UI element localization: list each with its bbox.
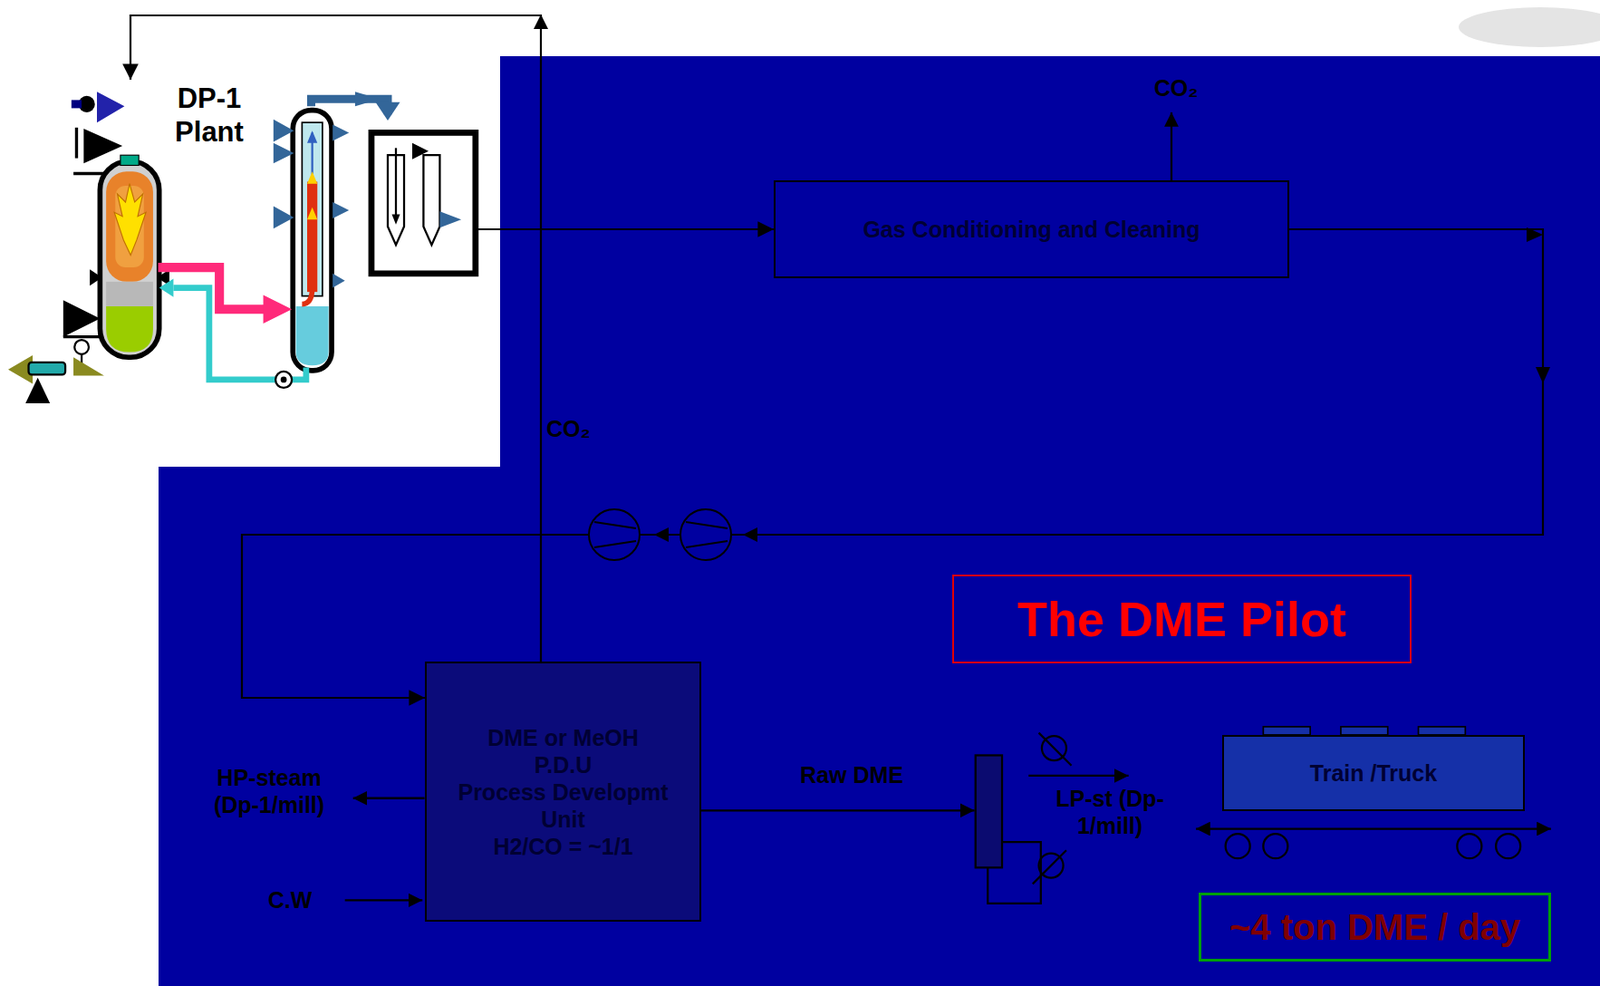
co2-vent-arrow bbox=[1170, 112, 1173, 181]
drum-recycle-line bbox=[987, 841, 1041, 904]
top-gas-pipe bbox=[311, 98, 388, 115]
blue-panel bbox=[158, 56, 1600, 986]
node-text: DME or MeOH bbox=[487, 723, 639, 752]
flow-direction-arrows bbox=[533, 14, 1551, 542]
node-text: ~4 ton DME / day bbox=[1229, 905, 1521, 949]
stream-label: HP-steam (Dp-1/mill) bbox=[192, 763, 347, 819]
stream-label: CO₂ bbox=[1139, 74, 1213, 102]
cooling-water-arrow bbox=[345, 898, 424, 901]
cyclone-box bbox=[371, 132, 476, 273]
node-text: P.D.U bbox=[534, 751, 592, 779]
flow-connector bbox=[241, 229, 1543, 698]
plant-area: DP-1 Plant bbox=[0, 79, 476, 467]
pipe-arrow bbox=[159, 278, 174, 297]
transport-box: Train /Truck bbox=[1222, 734, 1525, 811]
process-box: Gas Conditioning and Cleaning bbox=[773, 180, 1290, 279]
gasifier-illustration bbox=[89, 154, 170, 357]
flow-connector bbox=[475, 228, 774, 231]
node-text: Train /Truck bbox=[1310, 759, 1437, 787]
edge-label: CO₂ bbox=[546, 414, 610, 443]
pipe-arrow bbox=[263, 294, 293, 324]
swoosh bbox=[1458, 7, 1600, 48]
stream-label: Raw DME bbox=[779, 761, 925, 789]
stream-label: Raw DME bbox=[779, 761, 925, 789]
stream-label: C.W bbox=[253, 886, 327, 914]
quench-column bbox=[292, 110, 332, 371]
process-box: DME or MeOHP.D.UProcess Developmt UnitH2… bbox=[424, 661, 702, 922]
node-text: The DME Pilot bbox=[1017, 589, 1347, 649]
stream-label: C.W bbox=[253, 886, 327, 914]
train-symbol bbox=[1195, 726, 1552, 858]
stream-label: HP-steam (Dp-1/mill) bbox=[192, 763, 347, 819]
flow-arrows bbox=[273, 119, 349, 289]
edge-label: CO₂ bbox=[546, 414, 610, 443]
flash-drum bbox=[975, 754, 1003, 868]
node-text: DP-1 Plant bbox=[159, 81, 260, 149]
capacity-box: ~4 ton DME / day bbox=[1198, 892, 1552, 962]
pump-symbol bbox=[275, 371, 292, 388]
water-return-pipe bbox=[173, 288, 306, 380]
title-box: The DME Pilot bbox=[952, 574, 1412, 664]
lp-steam-arrow bbox=[1028, 774, 1128, 777]
stream-label: CO₂ bbox=[1139, 74, 1213, 102]
compressor-symbol bbox=[588, 509, 732, 560]
hp-steam-arrow bbox=[353, 797, 425, 800]
node-text: Gas Conditioning and Cleaning bbox=[862, 215, 1200, 243]
flow-connector bbox=[130, 15, 541, 662]
stream-label: LP-st (Dp-1/mill) bbox=[1032, 784, 1187, 839]
feed-symbols bbox=[8, 91, 125, 404]
node-text: Process Developmt Unit bbox=[433, 778, 693, 833]
raw-dme-arrow bbox=[701, 809, 975, 811]
node-text: H2/CO = ~1/1 bbox=[492, 832, 633, 860]
stream-label: LP-st (Dp-1/mill) bbox=[1032, 784, 1187, 839]
